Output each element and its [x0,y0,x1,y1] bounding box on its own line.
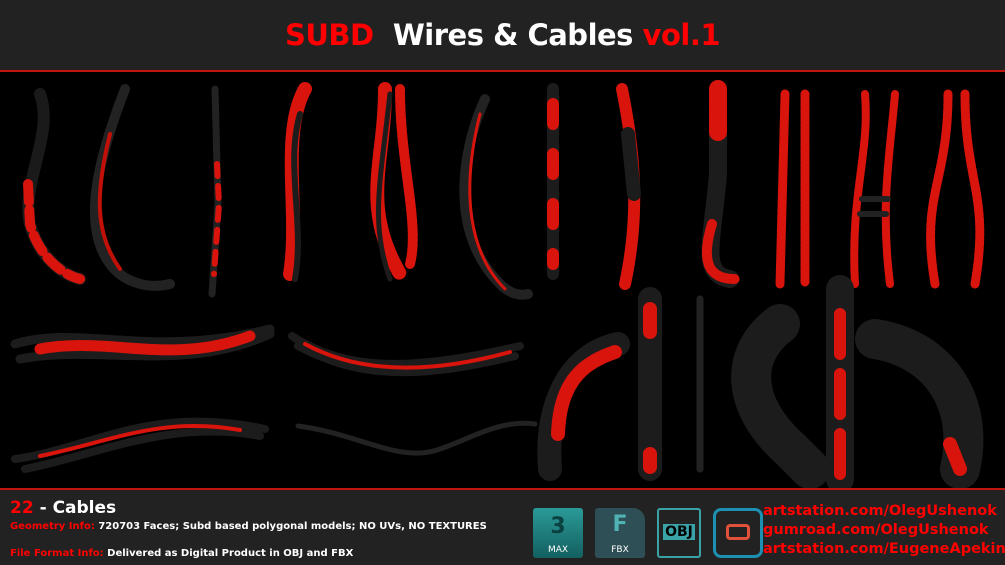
format-info: File Format Info: Delivered as Digital P… [10,548,353,559]
format-value: Delivered as Digital Product in OBJ and … [103,548,354,559]
icon-label: OBJ [663,523,695,540]
count-number: 22 [10,498,34,518]
page-title: SUBD Wires & Cables vol.1 [284,18,721,52]
cables-render [0,74,1005,493]
cable-6 [459,94,533,300]
icon-label: FBX [611,545,629,555]
gumroad-icon [713,508,763,558]
geometry-value: 720703 Faces; Subd based polygonal model… [94,521,487,532]
title-main: Wires & Cables [392,18,634,52]
count-label: - Cables [33,498,117,518]
cable-16 [295,420,538,456]
cable-11 [850,90,899,288]
link-artstation-oleg[interactable]: artstation.com/OlegUshenok [763,503,997,519]
cable-1-red [23,179,85,284]
geometry-label: Geometry Info: [10,521,95,532]
link-artstation-eugene[interactable]: artstation.com/EugeneApekin [763,541,1005,557]
header: SUBD Wires & Cables vol.1 [0,0,1005,72]
icon-label: MAX [547,545,569,555]
cable-10 [775,89,810,289]
geometry-info: Geometry Info: 720703 Faces; Subd based … [10,521,487,532]
link-gumroad-oleg[interactable]: gumroad.com/OlegUshenok [763,522,989,538]
cable-22 [855,319,984,489]
links: artstation.com/OlegUshenok gumroad.com/O… [763,502,1005,559]
obj-icon: OBJ [657,508,701,558]
cable-2 [89,84,175,291]
gumroad-glyph [726,523,750,540]
footer: 22 - Cables Geometry Info: 720703 Faces;… [0,488,1005,565]
title-suffix: vol.1 [642,18,721,52]
cable-12 [926,89,985,289]
cable-count: 22 - Cables [10,498,116,518]
format-label: File Format Info: [10,548,104,559]
cables-illustration [10,80,985,493]
title-prefix: SUBD [284,18,374,52]
cable-20 [731,304,830,489]
cable-1 [22,88,86,285]
